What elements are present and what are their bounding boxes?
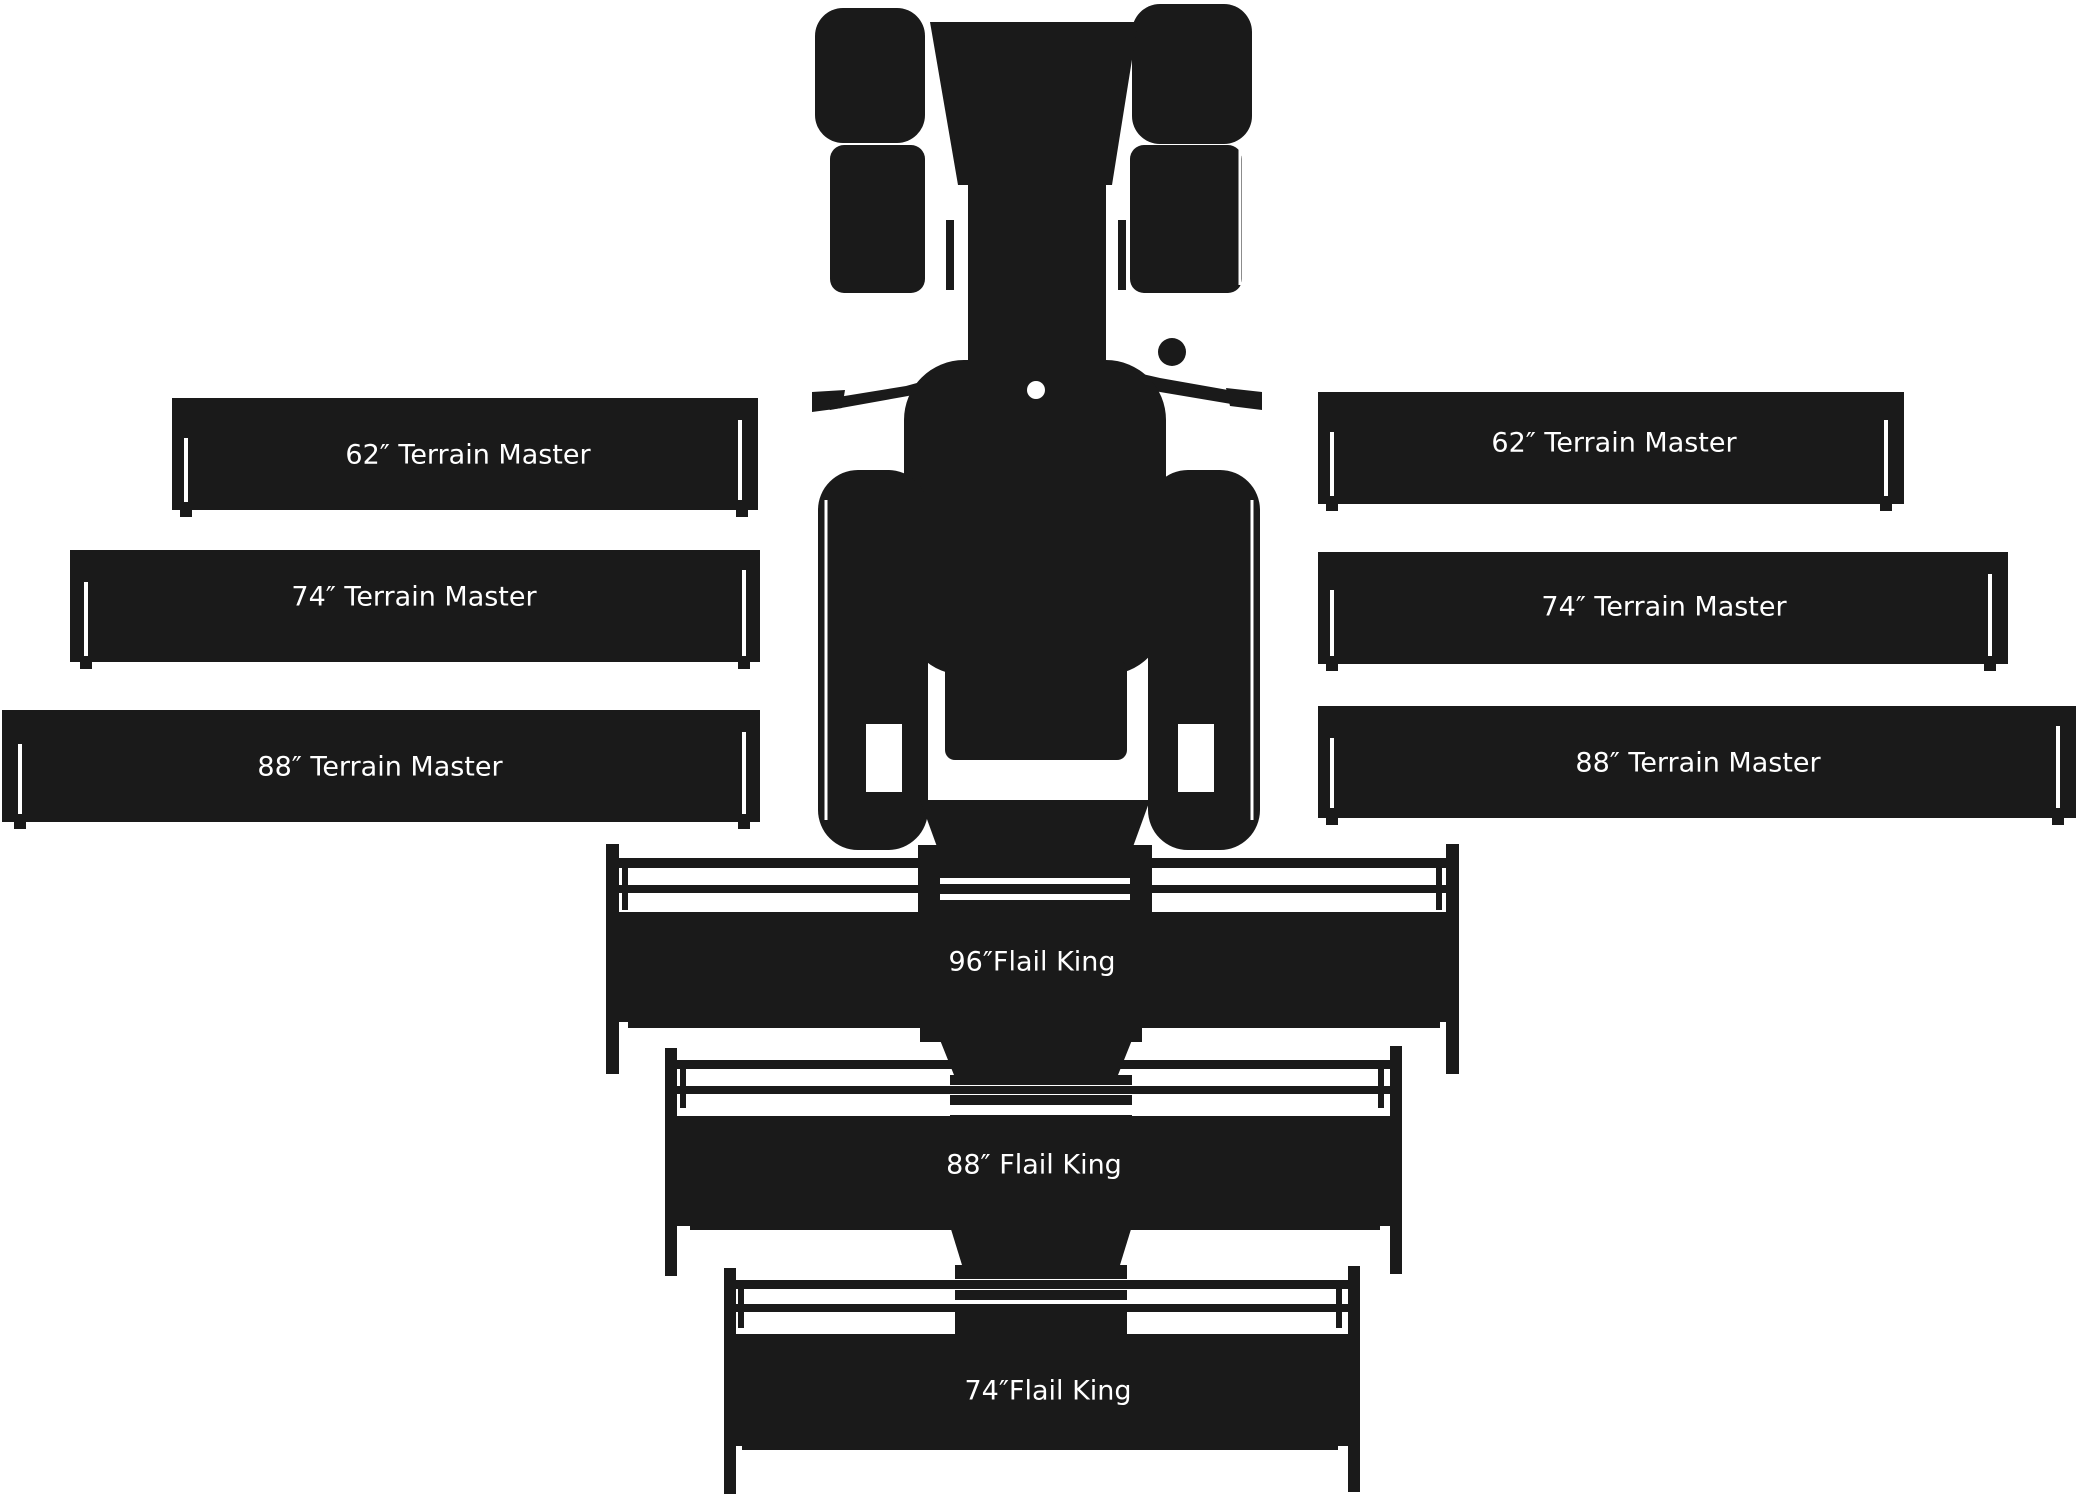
deck-right-88-terrain-master [1318, 706, 2076, 825]
tractor-beacon [1158, 338, 1186, 366]
tractor-rear-right-tire [1132, 4, 1252, 144]
label-right-74-terrain-master: 74″ Terrain Master [1541, 592, 1787, 623]
tractor-front-body [904, 360, 1166, 675]
mower-74-flail-king [724, 1265, 1360, 1494]
tractor-front-right-tire [1148, 470, 1260, 850]
label-74-flail-king: 74″Flail King [964, 1376, 1131, 1407]
deck-right-62-terrain-master [1318, 392, 1904, 511]
deck-right-74-terrain-master [1318, 552, 2008, 671]
tractor-hood-light [1027, 381, 1045, 399]
label-right-88-terrain-master: 88″ Terrain Master [1575, 748, 1821, 779]
label-right-62-terrain-master: 62″ Terrain Master [1491, 428, 1737, 459]
mower-96-flail-king [606, 844, 1459, 1074]
tractor-rear-right-tire-lower [1130, 145, 1242, 293]
label-96-flail-king: 96″Flail King [948, 947, 1115, 978]
mower-88-flail-king [665, 1040, 1402, 1276]
deck-left-74-terrain-master [70, 550, 760, 669]
tractor-rear-left-tire [815, 8, 925, 143]
deck-left-62-terrain-master [172, 398, 758, 517]
label-left-62-terrain-master: 62″ Terrain Master [345, 440, 591, 471]
tractor-headlight-right [1178, 724, 1214, 792]
tractor-front-left-tire [818, 470, 928, 850]
tractor-headlight-left [866, 724, 902, 792]
label-left-74-terrain-master: 74″ Terrain Master [291, 582, 537, 613]
tractor-cab [930, 22, 1138, 185]
tractor-rear-left-tire-lower [830, 145, 925, 293]
tractor-hood [968, 180, 1106, 380]
tractor-front-frame [920, 800, 1150, 855]
tractor-silhouette [812, 4, 1262, 920]
label-88-flail-king: 88″ Flail King [946, 1150, 1122, 1181]
deck-left-88-terrain-master [2, 710, 760, 829]
label-left-88-terrain-master: 88″ Terrain Master [257, 752, 503, 783]
